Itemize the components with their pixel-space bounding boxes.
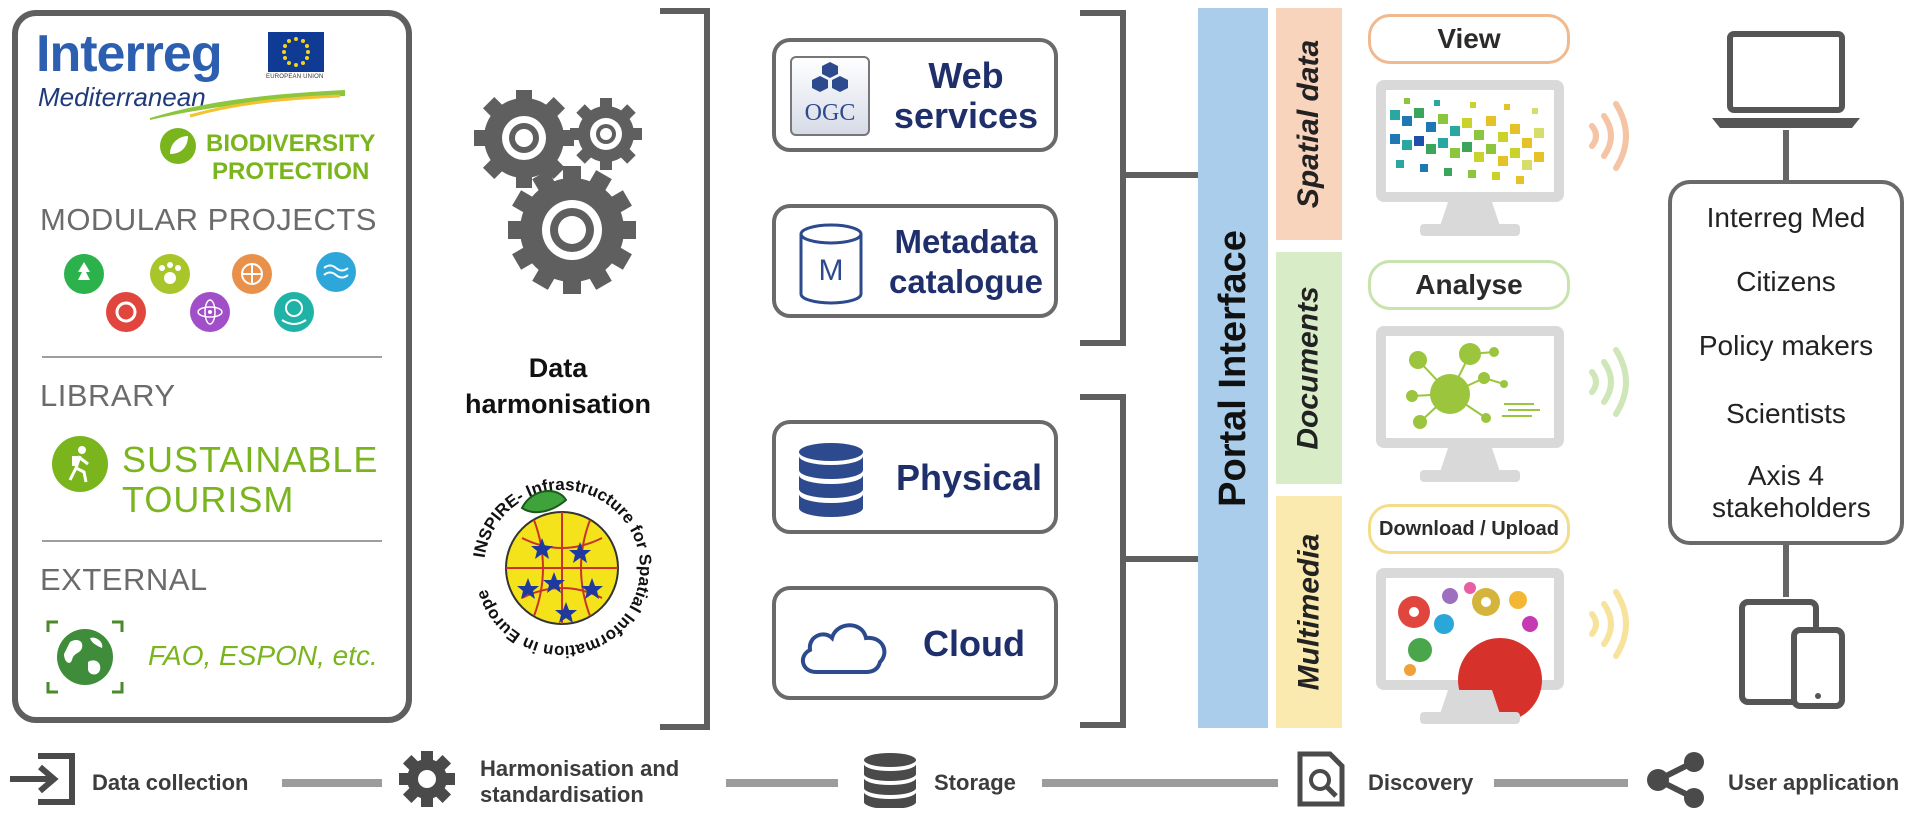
globe-grid-icon	[232, 254, 272, 294]
cylinder-m-text: M	[818, 254, 844, 287]
harmonisation-line-2: harmonisation	[464, 389, 652, 419]
physical-storage-box: Physical	[772, 420, 1058, 534]
cylinder-m-icon: M	[796, 222, 866, 308]
harmonisation-standardisation-label: Harmonisation and standardisation	[480, 756, 680, 807]
web-services-box: OGC Web services	[772, 38, 1058, 152]
cloud-storage-box: Cloud	[772, 586, 1058, 700]
recycle-icon	[106, 292, 146, 332]
sustainable-tourism-line-2: TOURISM	[122, 479, 295, 520]
documents-label: Documents	[1292, 286, 1326, 450]
physical-label: Physical	[895, 457, 1043, 498]
laptop-icon	[1710, 30, 1862, 130]
connector-lower	[1126, 556, 1200, 562]
globe-icon	[44, 618, 126, 696]
metadata-line-2: catalogue	[888, 263, 1044, 300]
documents-band: Documents	[1276, 252, 1342, 484]
database-icon	[798, 442, 864, 520]
analyse-button[interactable]: Analyse	[1368, 260, 1570, 310]
world-hands-icon	[274, 292, 314, 332]
pipeline-gear-icon	[398, 750, 456, 808]
laptop-connector	[1783, 130, 1789, 182]
spatial-data-band: Spatial data	[1276, 8, 1342, 240]
biodiversity-line-1: BIODIVERSITY	[206, 130, 376, 157]
user-scientists: Scientists	[1726, 398, 1846, 429]
connector-upper	[1126, 172, 1200, 178]
view-button[interactable]: View	[1368, 14, 1570, 64]
cloud-icon	[796, 616, 892, 676]
modular-icons	[60, 250, 380, 340]
ogc-logo-icon: OGC	[790, 56, 870, 136]
multimedia-label: Multimedia	[1292, 533, 1325, 691]
divider-2	[42, 540, 382, 542]
mediterranean-wordmark: Mediterranean	[38, 82, 206, 112]
interreg-wordmark: Interreg	[36, 25, 223, 83]
users-box: Interreg Med Citizens Policy makers Scie…	[1668, 180, 1904, 545]
web-services-label: Web services	[886, 56, 1046, 136]
cloud-label: Cloud	[923, 623, 1025, 664]
library-title: LIBRARY	[40, 378, 176, 413]
spatial-data-monitor	[1374, 78, 1566, 240]
interreg-logo: Interreg Mediterranean	[36, 25, 336, 115]
data-sources-panel	[12, 10, 412, 723]
leaf-icon	[64, 254, 104, 294]
user-policy-makers: Policy makers	[1698, 330, 1874, 361]
hiker-icon	[52, 436, 108, 492]
harmonisation-bracket	[660, 8, 710, 730]
metadata-catalogue-box: M Metadata catalogue	[772, 204, 1058, 318]
devices-connector	[1783, 545, 1789, 597]
pipeline-connector-1	[282, 779, 382, 787]
spatial-data-label: Spatial data	[1292, 39, 1326, 209]
biodiversity-leaf-icon	[160, 128, 196, 164]
portal-interface-bar: Portal Interface	[1198, 8, 1268, 728]
web-services-line-2: services	[893, 95, 1039, 136]
download-upload-button[interactable]: Download / Upload	[1368, 504, 1570, 554]
eu-label: EUROPEAN UNION	[266, 74, 324, 80]
services-upper-bracket	[1080, 10, 1126, 346]
user-interreg-med: Interreg Med	[1706, 202, 1866, 233]
data-harmonisation-label: Data harmonisation	[440, 350, 676, 422]
pipeline-connector-3	[1042, 779, 1278, 787]
metadata-line-1: Metadata	[894, 223, 1038, 260]
ogc-text: OGC	[804, 100, 856, 126]
gears-icon	[466, 88, 666, 300]
multimedia-band: Multimedia	[1276, 496, 1342, 728]
atom-icon	[190, 292, 230, 332]
sustainable-tourism-label: SUSTAINABLE TOURISM	[122, 440, 378, 520]
eu-flag-icon	[268, 32, 324, 72]
pipeline-connector-2	[726, 779, 838, 787]
logo-swoosh	[150, 90, 345, 120]
share-icon	[1646, 752, 1708, 808]
documents-wave-icon	[1584, 342, 1644, 422]
portal-interface-title: Portal Interface	[1211, 229, 1254, 507]
user-application-label: User application	[1728, 770, 1900, 795]
pipeline-connector-4	[1494, 779, 1628, 787]
data-collection-label: Data collection	[92, 770, 249, 795]
documents-monitor	[1374, 324, 1566, 486]
external-sources-label: FAO, ESPON, etc.	[148, 640, 378, 671]
user-citizens: Citizens	[1736, 266, 1836, 297]
services-lower-bracket	[1080, 394, 1126, 728]
inspire-logo: INSPIRE- Infrastructure for Spatial Info…	[462, 468, 662, 668]
multimedia-wave-icon	[1584, 584, 1644, 664]
spatial-data-wave-icon	[1584, 96, 1644, 176]
harmonisation-line-1: Data	[528, 353, 588, 383]
biodiversity-line-2: PROTECTION	[212, 158, 370, 185]
multimedia-monitor	[1374, 566, 1566, 728]
external-title: EXTERNAL	[40, 562, 208, 597]
waves-icon	[316, 252, 356, 292]
modular-projects-title: MODULAR PROJECTS	[40, 202, 377, 237]
data-collection-icon	[8, 752, 78, 806]
user-axis-4-stakeholders: Axis 4 stakeholders	[1712, 460, 1871, 523]
sustainable-tourism-line-1: SUSTAINABLE	[122, 439, 379, 480]
storage-label: Storage	[934, 770, 1016, 795]
pipeline-database-icon	[862, 752, 918, 809]
biodiversity-title: BIODIVERSITY PROTECTION	[206, 130, 375, 186]
tablet-phone-icon	[1738, 598, 1850, 710]
paw-icon	[150, 254, 190, 294]
document-search-icon	[1296, 750, 1352, 808]
discovery-label: Discovery	[1368, 770, 1474, 795]
metadata-catalogue-label: Metadata catalogue	[876, 222, 1056, 302]
web-services-line-1: Web	[928, 55, 1004, 96]
divider-1	[42, 356, 382, 358]
